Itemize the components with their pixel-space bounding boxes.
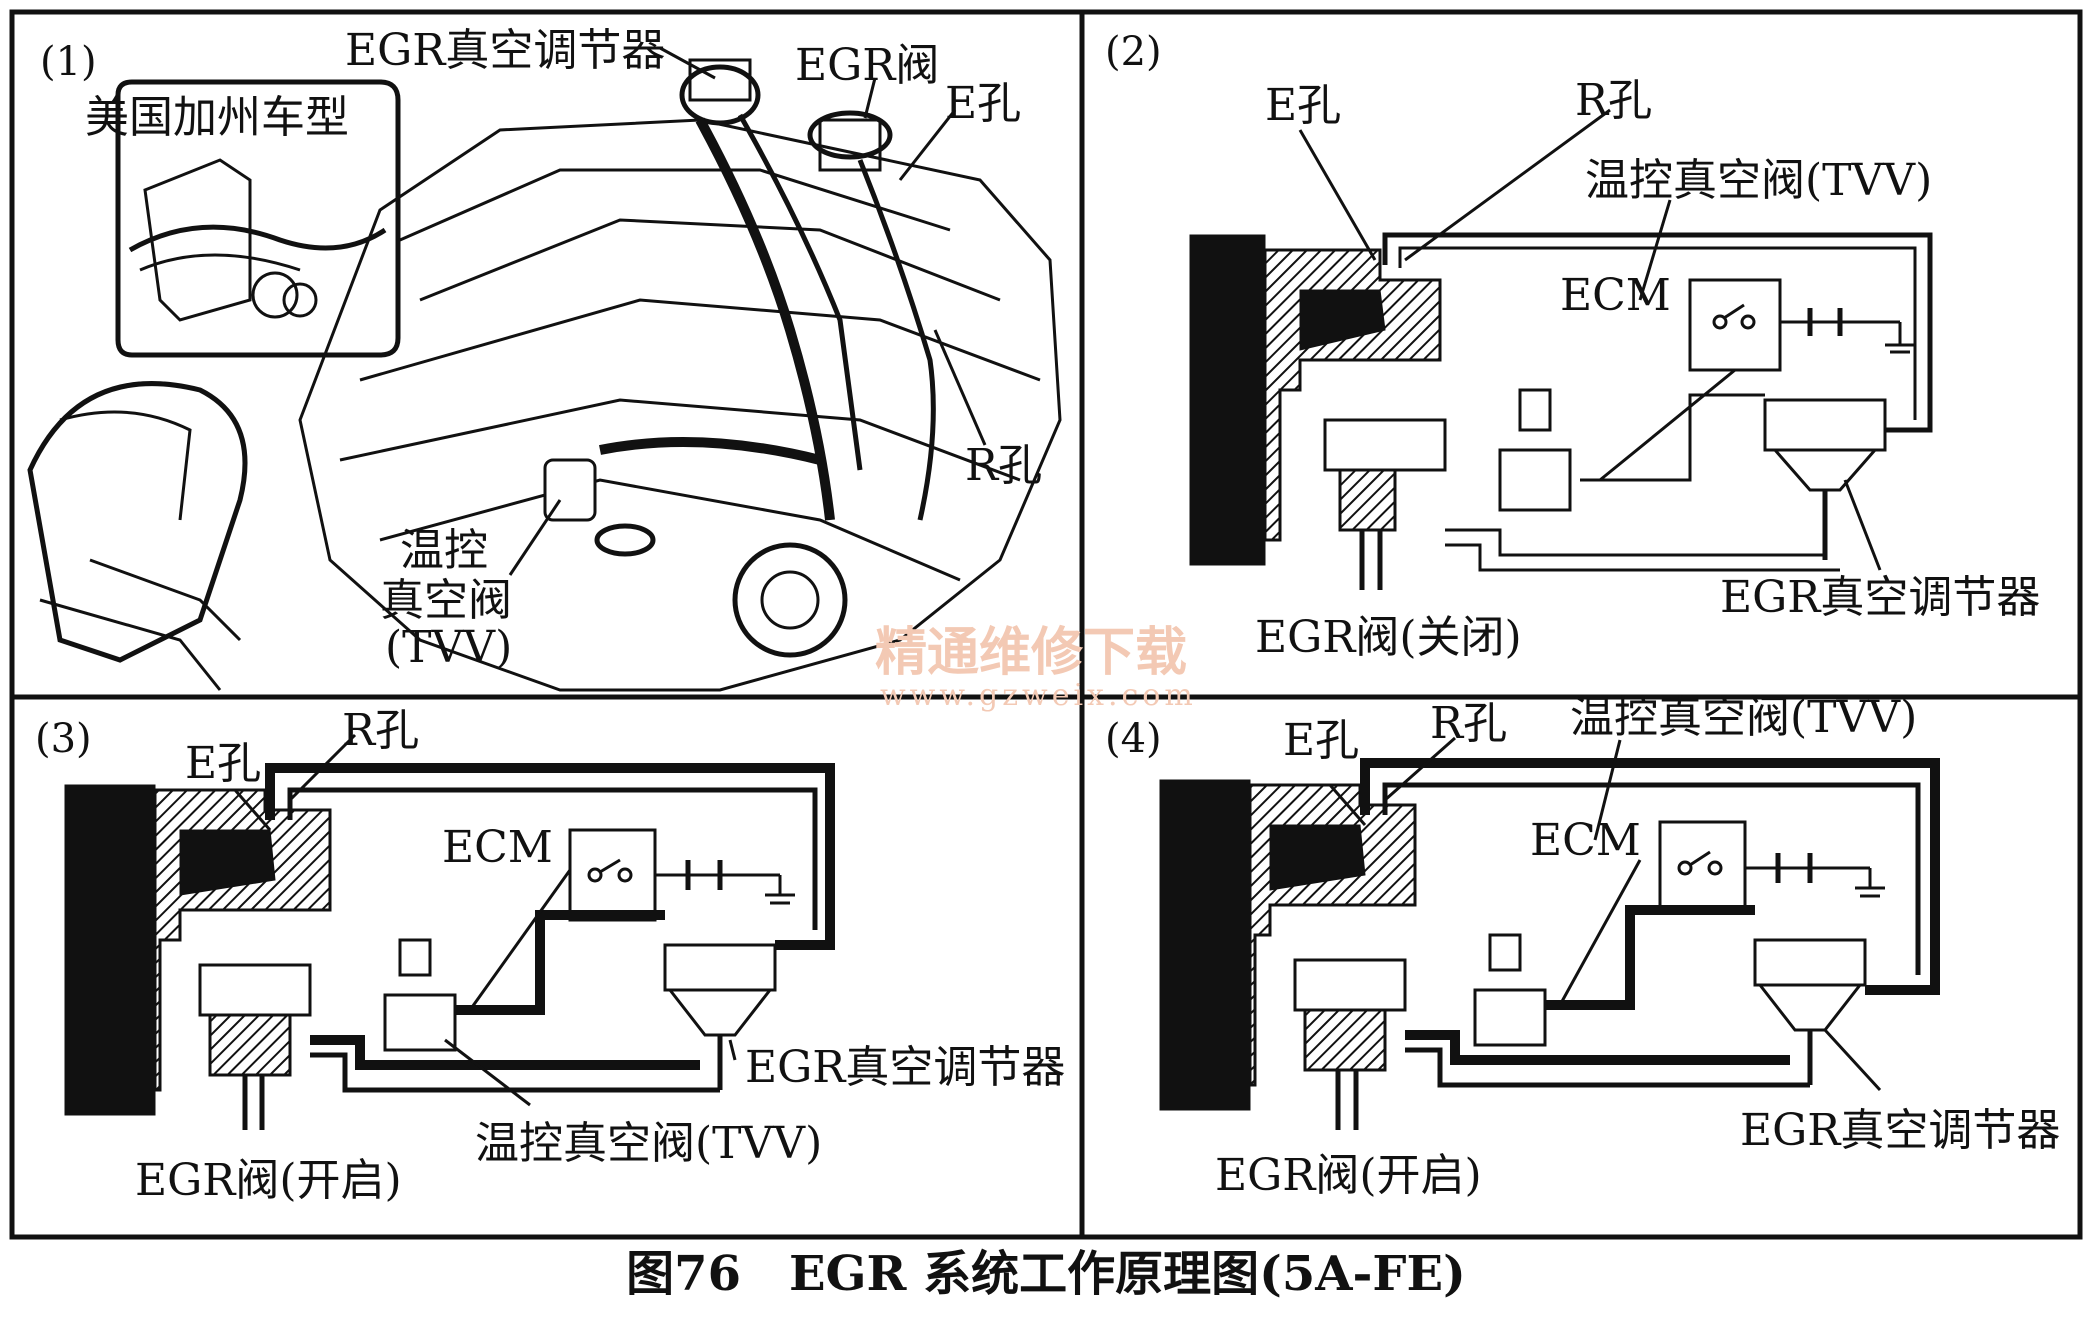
panel-4-ecm-label: ECM: [1530, 815, 1641, 866]
panel-4-schematic: [1159, 736, 1940, 1130]
panel-3-ecm-label: ECM: [442, 822, 553, 873]
panel-4-tvv-label: 温控真空阀(TVV): [1570, 692, 1917, 743]
panel-1-tvv-label-line2: 真空阀: [380, 575, 512, 626]
panel-4-r-port-label: R孔: [1430, 698, 1507, 749]
panel-3-egr-valve-label: EGR阀(开启): [135, 1155, 402, 1206]
panel-2-number: (2): [1105, 29, 1162, 75]
panel-4-e-port-label: E孔: [1283, 715, 1359, 766]
panel-4-egr-regulator-label: EGR真空调节器: [1740, 1105, 2060, 1156]
panel-2-tvv-label: 温控真空阀(TVV): [1585, 155, 1932, 206]
panel-2-e-port-label: E孔: [1265, 80, 1341, 131]
panel-1-e-port-label: E孔: [945, 78, 1021, 129]
panel-3-schematic: [64, 733, 835, 1130]
panel-1-tvv-label-line3: (TVV): [385, 622, 512, 673]
panel-2-egr-valve-label: EGR阀(关闭): [1255, 612, 1522, 663]
panel-2-egr-regulator-label: EGR真空调节器: [1720, 572, 2040, 623]
panel-1-r-port-label: R孔: [965, 440, 1042, 491]
panel-1-california-label: 美国加州车型: [85, 92, 349, 143]
panel-3-e-port-label: E孔: [185, 738, 261, 789]
panel-3-egr-regulator-label: EGR真空调节器: [745, 1042, 1065, 1093]
panel-1-egr-valve-label: EGR阀: [795, 40, 939, 91]
panel-4-egr-valve-label: EGR阀(开启): [1215, 1150, 1482, 1201]
panel-1-egr-regulator-label: EGR真空调节器: [345, 25, 665, 76]
panel-3-tvv-label: 温控真空阀(TVV): [475, 1118, 822, 1169]
panel-frames: [9, 9, 2083, 1240]
panel-4-number: (4): [1105, 716, 1162, 762]
figure-caption: 图76 EGR 系统工作原理图(5A-FE): [626, 1246, 1466, 1302]
panel-3-number: (3): [35, 716, 92, 762]
panel-3-r-port-label: R孔: [342, 705, 419, 756]
watermark-url: www.gzweix.com: [880, 678, 1197, 713]
panel-2-schematic: [1189, 108, 1933, 590]
watermark-title: 精通维修下载: [875, 622, 1187, 683]
panel-1-tvv-label-line1: 温控: [400, 525, 488, 576]
panel-1-engine-illustration: [27, 46, 1062, 692]
panel-2-r-port-label: R孔: [1575, 75, 1652, 126]
panel-2-ecm-label: ECM: [1560, 270, 1671, 321]
panel-1-number: (1): [40, 39, 97, 85]
